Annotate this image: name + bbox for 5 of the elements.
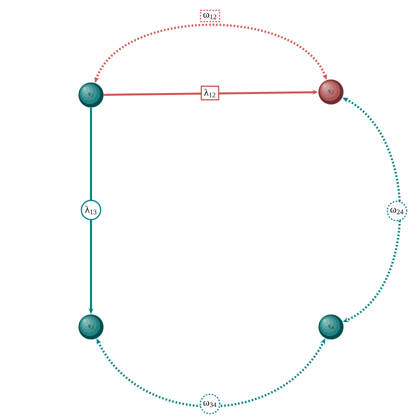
edge-label: ω$_{12}$: [200, 10, 220, 22]
edge-label: λ$_{13}$: [80, 200, 102, 220]
edge-label: ω$_{34}$: [200, 394, 220, 414]
edge-label: ω$_{24}$: [386, 200, 408, 222]
edge-label: λ$_{12}$: [200, 86, 220, 100]
